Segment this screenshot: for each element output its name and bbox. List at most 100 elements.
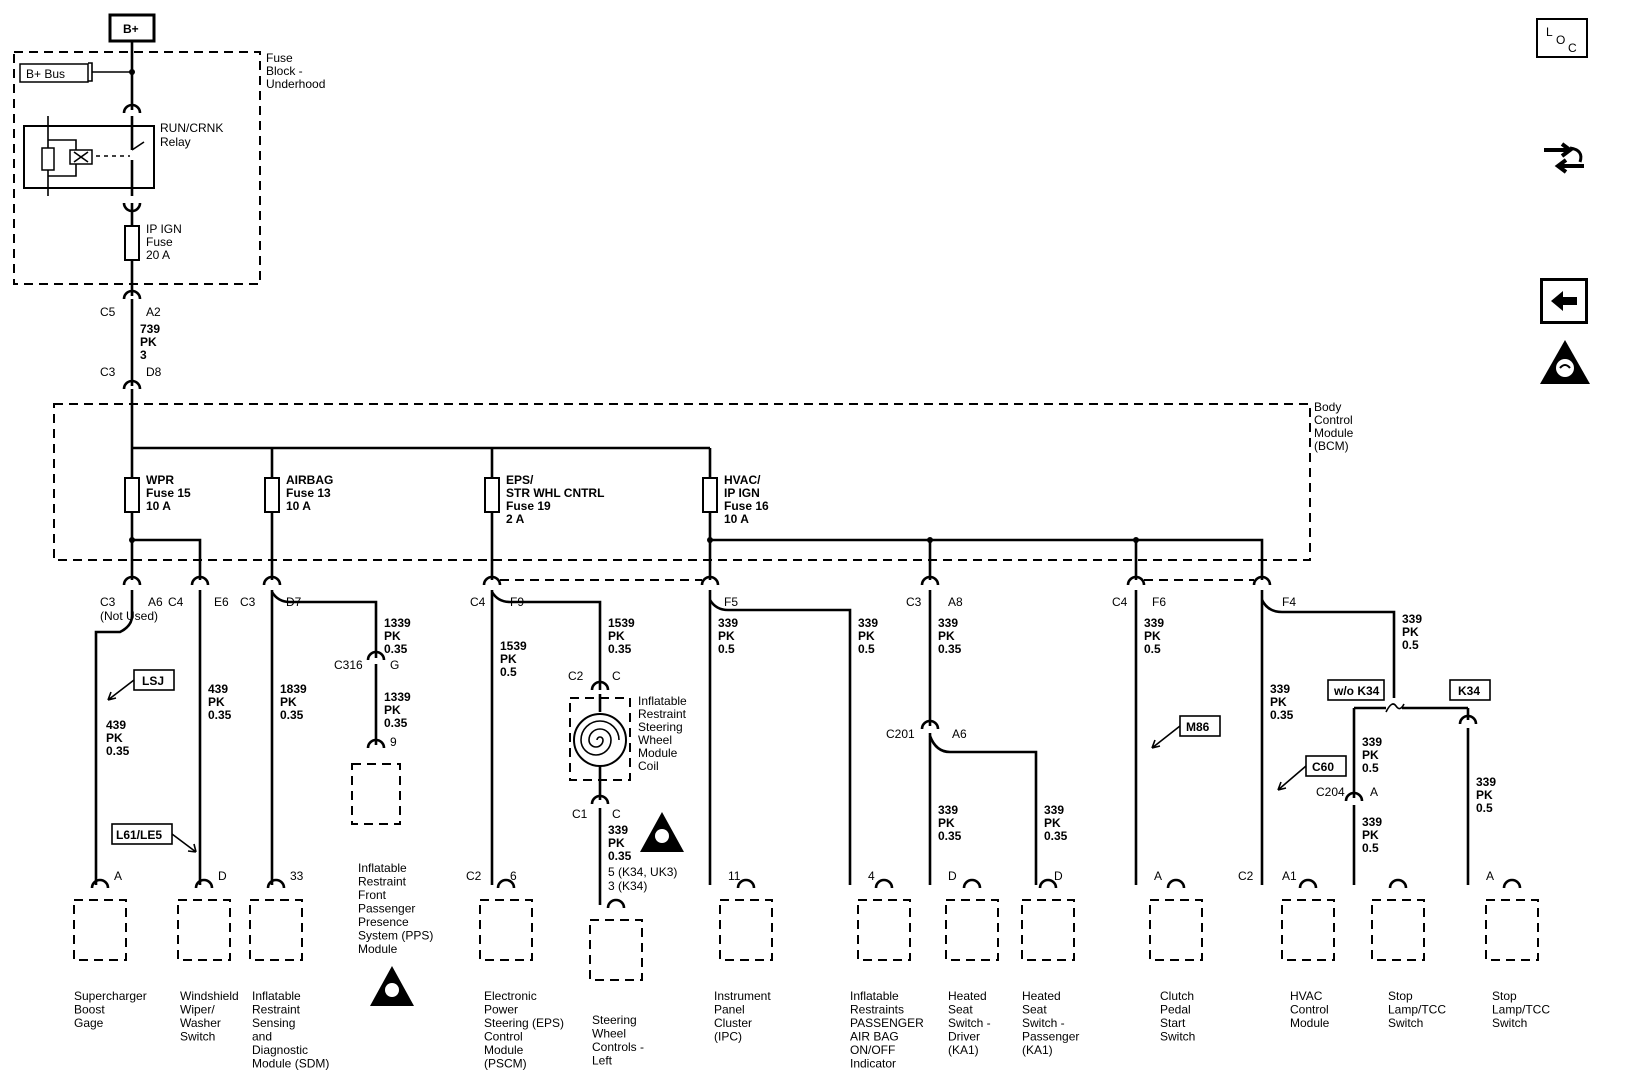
wire-label-339-c204b: 339 PK 0.5 [1362, 815, 1382, 855]
svg-text:IP IGN: IP IGN [146, 222, 182, 236]
svg-text:(BCM): (BCM) [1314, 439, 1349, 453]
svg-text:A1: A1 [1282, 869, 1297, 883]
svg-text:0.35: 0.35 [1044, 829, 1068, 843]
component-box [1485, 899, 1539, 961]
component-connector [1502, 878, 1522, 889]
component-label: Indicator [850, 1057, 896, 1071]
wire-label-1339a: 1339 PK 0.35 [384, 616, 411, 656]
svg-text:9: 9 [390, 735, 397, 749]
svg-text:Fuse: Fuse [146, 235, 173, 249]
component-label: Driver [948, 1030, 980, 1044]
svg-text:PK: PK [1144, 629, 1161, 643]
pps-module-box [351, 763, 401, 825]
component-label: Steering (EPS) [484, 1016, 564, 1030]
svg-text:PK: PK [1362, 748, 1379, 762]
svg-text:D8: D8 [146, 365, 162, 379]
svg-text:0.5: 0.5 [500, 665, 517, 679]
svg-text:1339: 1339 [384, 690, 411, 704]
back-arrow-icon[interactable] [1540, 278, 1588, 324]
component-label: Cluster [714, 1016, 752, 1030]
svg-text:D: D [948, 869, 957, 883]
svg-text:339: 339 [938, 803, 958, 817]
wire-label-1839: 1839 PK 0.35 [280, 682, 307, 722]
component-connector [606, 898, 626, 909]
svg-text:1339: 1339 [384, 616, 411, 630]
component-connector [1038, 878, 1058, 889]
bcm-connectors [122, 575, 1272, 586]
svg-text:0.35: 0.35 [384, 642, 408, 656]
wire-label-339-k34: 339 PK 0.5 [1476, 775, 1496, 815]
svg-text:A8: A8 [948, 595, 963, 609]
svg-text:Fuse 16: Fuse 16 [724, 499, 769, 513]
svg-text:2 A: 2 A [506, 512, 525, 526]
component-label: Inflatable [252, 989, 301, 1003]
component-label: Panel [714, 1003, 745, 1017]
svg-text:0.35: 0.35 [608, 642, 632, 656]
svg-text:Restraint: Restraint [638, 707, 687, 721]
swap-icon[interactable] [1540, 134, 1588, 182]
svg-text:339: 339 [608, 823, 628, 837]
svg-text:339: 339 [718, 616, 738, 630]
run-crnk-relay: RUN/CRNK Relay [23, 116, 223, 196]
svg-text:PK: PK [384, 629, 401, 643]
option-tag-l61: L61/LE5 [111, 823, 197, 853]
svg-text:339: 339 [1402, 612, 1422, 626]
svg-text:0.5: 0.5 [1402, 638, 1419, 652]
svg-text:A: A [1486, 869, 1494, 883]
svg-text:C3: C3 [906, 595, 922, 609]
svg-text:F5: F5 [724, 595, 738, 609]
loc-icon[interactable]: L O C [1536, 18, 1588, 58]
component-label: Gage [74, 1016, 104, 1030]
wire-label-1339b: 1339 PK 0.35 [384, 690, 411, 730]
svg-text:O: O [1556, 33, 1565, 47]
svg-text:439: 439 [208, 682, 228, 696]
svg-text:1539: 1539 [500, 639, 527, 653]
svg-text:EPS/: EPS/ [506, 473, 534, 487]
svg-text:10 A: 10 A [286, 499, 311, 513]
svg-text:C3: C3 [100, 595, 116, 609]
svg-text:Fuse 13: Fuse 13 [286, 486, 331, 500]
svg-text:PK: PK [106, 731, 123, 745]
svg-text:M86: M86 [1186, 720, 1210, 734]
component-label: Switch [1388, 1016, 1423, 1030]
airbag-warning-nav-icon[interactable] [1538, 338, 1592, 388]
component-label: Heated [1022, 989, 1061, 1003]
svg-text:LSJ: LSJ [142, 674, 164, 688]
svg-text:PK: PK [1044, 816, 1061, 830]
wire-label-1539b: 1539 PK 0.35 [608, 616, 635, 656]
component-box [479, 899, 533, 961]
svg-text:C316: C316 [334, 658, 363, 672]
option-tag-c60: C60 [1277, 755, 1347, 791]
svg-text:A: A [1370, 785, 1378, 799]
svg-text:C3: C3 [100, 365, 116, 379]
component-label: Washer [180, 1016, 221, 1030]
wire-label-1539a: 1539 PK 0.5 [500, 639, 527, 679]
svg-text:C204: C204 [1316, 785, 1345, 799]
svg-text:PK: PK [608, 836, 625, 850]
svg-text:339: 339 [1362, 735, 1382, 749]
svg-text:C3: C3 [240, 595, 256, 609]
component-label: Diagnostic [252, 1043, 308, 1057]
svg-text:C4: C4 [1112, 595, 1128, 609]
wire-label-339-clutch: 339 PK 0.5 [1144, 616, 1164, 656]
svg-text:0.5: 0.5 [858, 642, 875, 656]
svg-text:Module: Module [1314, 426, 1354, 440]
svg-text:A2: A2 [146, 305, 161, 319]
svg-text:0.5: 0.5 [1144, 642, 1161, 656]
option-tag-wo-k34: w/o K34 [1327, 679, 1385, 701]
svg-text:D: D [1054, 869, 1063, 883]
steering-wheel-coil: Inflatable Restraint Steering Wheel Modu… [569, 694, 687, 800]
component-label: Restraint [358, 875, 407, 889]
svg-text:K34: K34 [1458, 684, 1480, 698]
svg-text:D: D [218, 869, 227, 883]
svg-text:Control: Control [1314, 413, 1353, 427]
component-label: (PSCM) [484, 1057, 527, 1071]
svg-text:Wheel: Wheel [638, 733, 672, 747]
component-label: Wheel [592, 1027, 626, 1041]
svg-text:C4: C4 [470, 595, 486, 609]
component-box [945, 899, 999, 961]
component-label: Module [358, 942, 398, 956]
svg-text:C: C [1568, 41, 1577, 55]
svg-text:IP IGN: IP IGN [724, 486, 760, 500]
svg-text:6: 6 [510, 869, 517, 883]
